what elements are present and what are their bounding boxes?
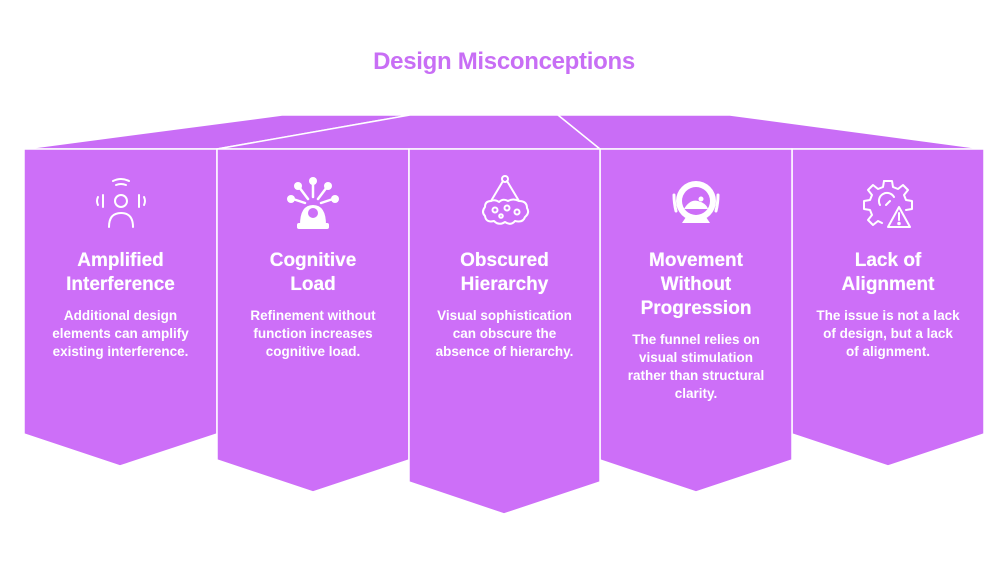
card-heading: Obscured Hierarchy [460, 250, 549, 295]
card-movement-without-progression: Movement Without Progression The funnel … [600, 149, 792, 479]
card-heading: Movement Without Progression [640, 250, 752, 319]
card-description: Refinement without function increases co… [250, 308, 376, 359]
page-title: Design Misconceptions [373, 48, 635, 75]
card-obscured-hierarchy: Obscured Hierarchy Visual sophistication… [409, 149, 600, 499]
card-heading: Cognitive Load [269, 250, 357, 295]
card-description: The issue is not a lack of design, but a… [816, 308, 960, 359]
roof-facet-right [555, 114, 985, 150]
card-description: The funnel relies on visual stimulation … [627, 332, 765, 401]
hamster-ball-icon [672, 181, 720, 223]
card-heading: Amplified Interference [66, 250, 175, 295]
card-description: Additional design elements can amplify e… [52, 308, 189, 359]
hanging-bubbles-icon [481, 175, 529, 225]
card-lack-of-alignment: Lack of Alignment The issue is not a lac… [792, 149, 984, 449]
card-heading: Lack of Alignment [841, 250, 935, 295]
banner-1 [23, 148, 218, 467]
network-person-icon [287, 177, 339, 229]
banner-2 [216, 148, 410, 493]
card-description: Visual sophistication can obscure the ab… [435, 308, 574, 359]
gear-warning-icon [863, 180, 913, 228]
card-amplified-interference: Amplified Interference Additional design… [24, 149, 217, 449]
card-cognitive-load: Cognitive Load Refinement without functi… [217, 149, 409, 469]
interference-signal-icon [95, 178, 146, 228]
banner-3 [408, 148, 601, 515]
